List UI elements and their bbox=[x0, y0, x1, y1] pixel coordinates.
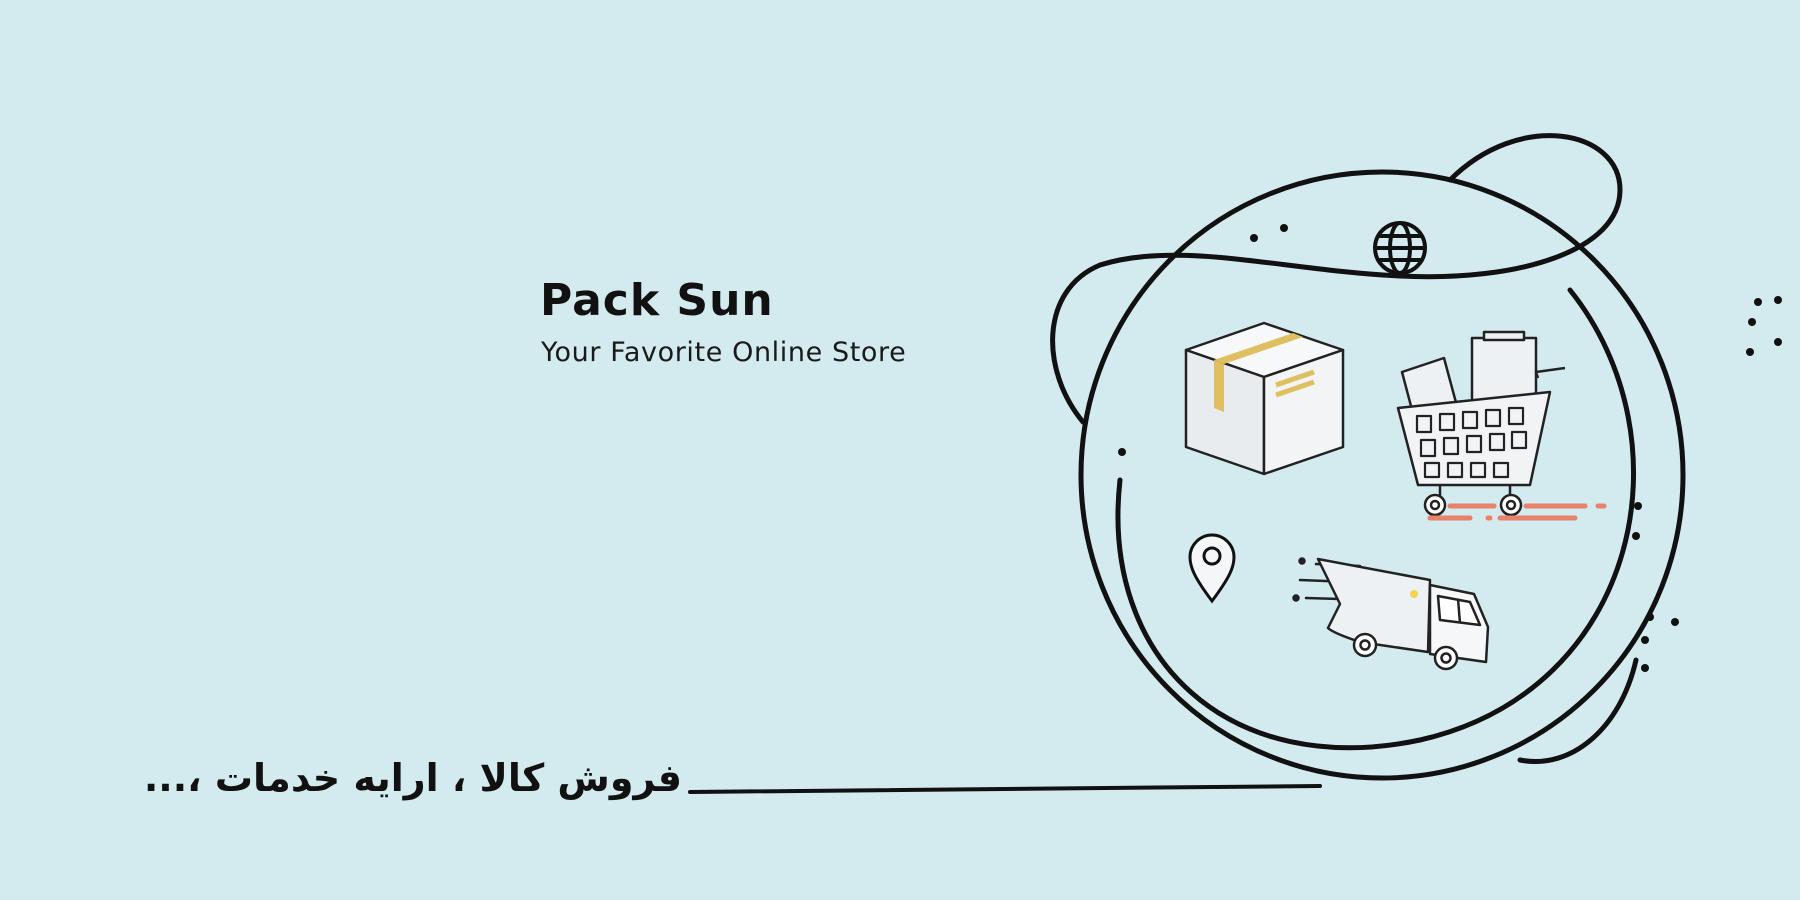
main-circle bbox=[1078, 169, 1686, 781]
globe-icon bbox=[1373, 221, 1427, 275]
location-pin-icon bbox=[1188, 533, 1236, 604]
delivery-truck-icon bbox=[1292, 557, 1490, 671]
inner-arc bbox=[1115, 287, 1637, 751]
services-text: فروش کالا ، ارایه خدمات ،... bbox=[143, 756, 682, 800]
shopping-cart-icon bbox=[1396, 330, 1566, 517]
speed-lines bbox=[1427, 503, 1607, 521]
decorative-dots bbox=[1118, 224, 1782, 672]
tail-arc bbox=[1517, 657, 1639, 764]
brand-tagline: Your Favorite Online Store bbox=[541, 337, 907, 368]
package-box-icon bbox=[1184, 321, 1345, 476]
baseline-stroke bbox=[688, 784, 1322, 794]
swoosh-loop bbox=[1050, 133, 1623, 425]
brand-title: Pack Sun bbox=[540, 275, 774, 326]
